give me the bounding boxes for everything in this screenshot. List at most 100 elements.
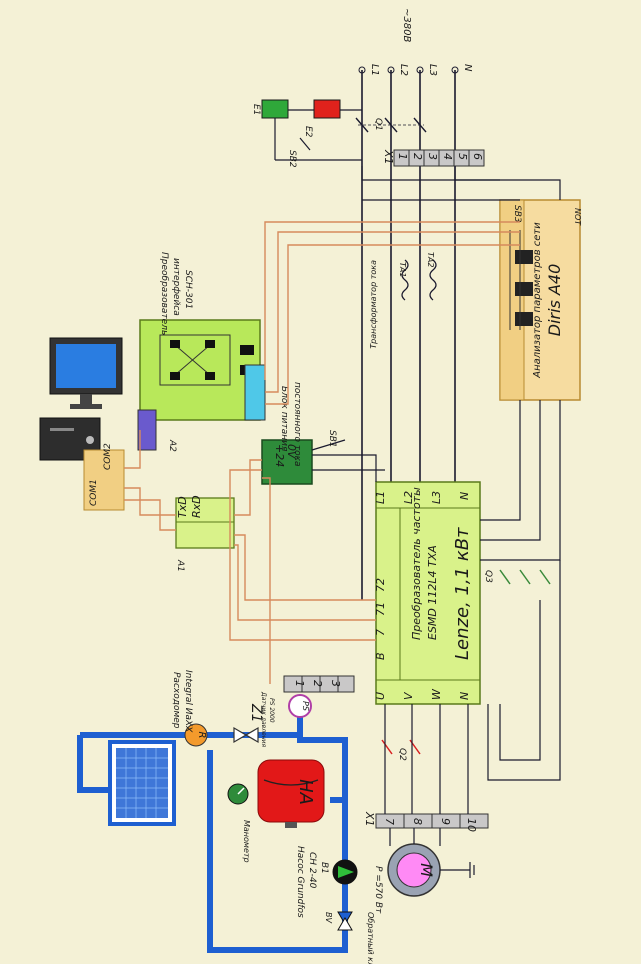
analyzer-subtitle: Анализатор параметров сети	[532, 222, 543, 379]
analyzer-sb3: SB3	[512, 205, 522, 223]
vfd-pin-v: V	[402, 691, 415, 700]
x1b-pin-9: 9	[439, 818, 452, 825]
vfd-pin-72: 72	[374, 578, 387, 592]
vfd-pin-n-top: N	[458, 492, 471, 500]
pressure-sensor	[288, 694, 312, 718]
phase-label-3: L3	[427, 64, 438, 76]
valve-z1-label: Z1	[248, 703, 264, 723]
pump	[332, 859, 358, 885]
ps-pin-3: 3	[329, 680, 342, 687]
lamp-group	[261, 99, 362, 161]
vfd-pin-l2: L2	[402, 491, 415, 504]
vfd-pin-w: W	[430, 688, 443, 700]
supply-voltage-label: ~380В	[401, 8, 412, 42]
vfd-block	[375, 481, 481, 705]
breaker-q1	[355, 117, 427, 133]
flowmeter-label-1: Расходомер	[171, 672, 181, 729]
vfd-pin-71: 71	[374, 602, 387, 616]
pump-code: В1	[319, 862, 329, 874]
x1-pin-1: 1	[396, 153, 409, 160]
ps-pin-2: 2	[311, 680, 324, 687]
bv-label: ВV	[324, 912, 333, 923]
dc-pin-plus24: +24	[273, 444, 286, 467]
motor-symbol: М	[417, 863, 436, 877]
manometer	[227, 783, 249, 805]
lamp-e1-green	[261, 99, 289, 119]
check-valve	[337, 911, 353, 931]
ct-label: Трансформатор тока	[369, 260, 378, 349]
sb1-switch	[311, 439, 346, 451]
lamp-e2-label: Е2	[303, 126, 313, 138]
analyzer-header: NOT	[573, 208, 582, 226]
analyzer-title: Diris A40	[545, 264, 564, 337]
lamp-e2-red	[313, 99, 341, 119]
hydro-accumulator	[257, 759, 325, 828]
dc-pin-0v: 0V	[285, 444, 298, 460]
breaker-q3	[499, 569, 551, 585]
water-tank	[108, 740, 176, 826]
ps-terminal	[283, 675, 355, 693]
x1-pin-3: 3	[426, 153, 439, 160]
a1-block	[175, 497, 235, 549]
pump-label-2: CH 2-40	[307, 852, 317, 889]
motor	[387, 843, 475, 897]
ps-label: Датчик давления	[260, 691, 267, 748]
phase-label-n: N	[462, 64, 473, 72]
terminal-x1-bottom-label: X1	[363, 811, 376, 827]
x1b-pin-8: 8	[411, 818, 424, 825]
vfd-top-pins: L1 L2 L3 N	[374, 491, 471, 504]
manometer-label: Манометр	[242, 820, 251, 863]
vfd-pin-l3: L3	[430, 491, 443, 504]
vfd-pin-l1: L1	[374, 491, 387, 504]
sb2-label: SB2	[287, 150, 297, 168]
x1-pin-6: 6	[471, 153, 484, 160]
ta2-label: ТА2	[426, 252, 435, 267]
converter-pin-strip	[244, 364, 266, 421]
dc-supply-title-2: постоянного тока	[292, 382, 302, 467]
a1-label: А1	[175, 559, 185, 572]
check-valve-label: Обратный клапан	[366, 912, 375, 964]
power-wires	[312, 166, 561, 846]
converter-title-1: Преобразователь	[159, 252, 169, 335]
a1-rxd: RxD	[190, 495, 203, 518]
converter-a2-label: А2	[167, 439, 177, 452]
vfd-pin-u: U	[374, 692, 387, 700]
phase-label-1: L1	[369, 64, 380, 76]
com-ports	[83, 449, 125, 511]
ps-symbol: PS	[301, 701, 310, 711]
sb1-label: SB1	[327, 430, 337, 448]
vfd-pin-7: 7	[374, 629, 387, 636]
com1-label: COM1	[89, 479, 99, 506]
com2-label: COM2	[103, 443, 113, 470]
computer-monitor	[49, 337, 123, 409]
ps-pin-1: 1	[293, 680, 306, 687]
current-transformers	[401, 259, 437, 301]
terminal-x1-bottom	[375, 813, 489, 829]
vfd-pin-b: B	[374, 652, 387, 660]
phase-label-2: L2	[398, 64, 409, 76]
x1-pin-2: 2	[411, 153, 424, 160]
q2-label: Q2	[397, 748, 407, 761]
x1-pin-4: 4	[441, 153, 454, 160]
ta1-label: ТА1	[398, 262, 407, 277]
dc-supply-title-1: Блок питания	[279, 386, 289, 452]
motor-power-label: Р =570 Вт	[373, 866, 383, 914]
flowmeter-symbol: R	[196, 732, 207, 739]
terminal-x1-top	[393, 149, 485, 167]
vfd-left-pins: B 7 71 72	[374, 578, 387, 660]
hydroaccum-symbol: НА	[295, 779, 316, 805]
converter-title-2: интерфейса	[171, 258, 181, 316]
converter-title-3: SCH-301	[183, 270, 193, 309]
vfd-brand: Lenze, 1,1 кВт	[452, 527, 473, 660]
analyzer-internals	[509, 230, 533, 330]
vfd-bottom-pins: U V W N	[374, 688, 471, 700]
valve-z1	[233, 726, 259, 744]
lamp-e1-label: Е1	[251, 104, 261, 115]
x1b-pin-10: 10	[465, 818, 478, 832]
q3-label: Q3	[483, 570, 493, 583]
x1-pin-5: 5	[456, 153, 469, 160]
terminal-x1-top-label: X1	[382, 149, 395, 165]
vfd-title-1: Преобразователь частоты	[410, 487, 423, 640]
